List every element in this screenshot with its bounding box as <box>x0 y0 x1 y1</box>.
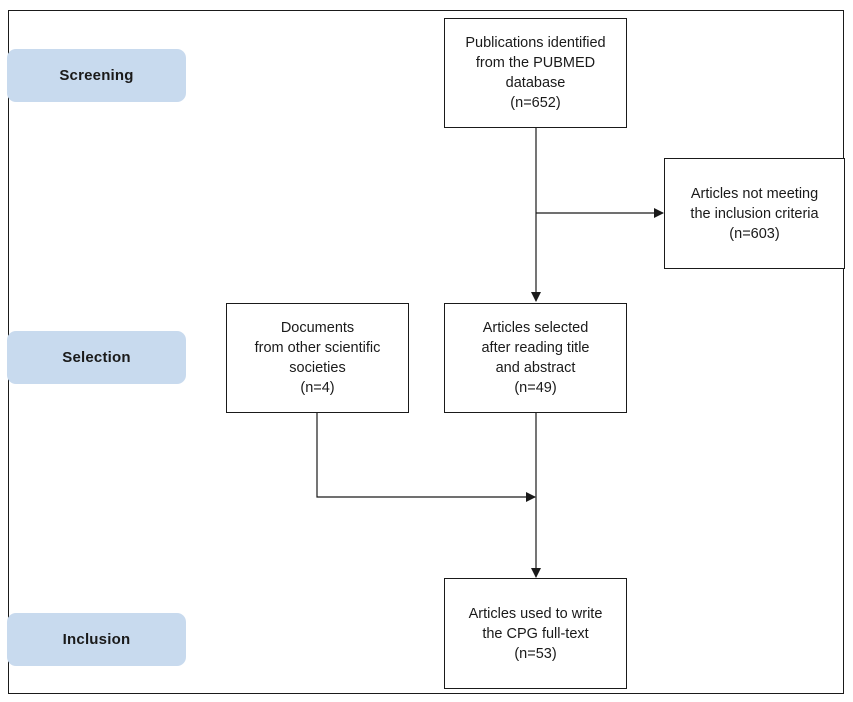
box-text-line: the CPG full-text <box>482 625 589 642</box>
box-text-line: (n=652) <box>510 95 561 111</box>
box-text-line: after reading title <box>481 340 590 356</box>
box-articles-excluded: Articles not meeting the inclusion crite… <box>664 158 845 269</box>
stage-selection-label: Selection <box>7 331 186 384</box>
box-text-line: and abstract <box>495 360 576 376</box>
box-articles-included: Articles used to write the CPG full-text… <box>444 578 627 689</box>
box-text-line: Articles used to write <box>468 605 603 622</box>
box-text-line: database <box>505 75 566 91</box>
box-articles-selected: Articles selected after reading title an… <box>444 303 627 413</box>
box-text-line: Articles selected <box>482 320 589 336</box>
box-text-line: from other scientific <box>254 340 381 356</box>
box-text-line: the inclusion criteria <box>690 205 819 222</box>
box-text-line: Documents <box>280 320 355 336</box>
arrow-other-documents-to-join <box>316 412 536 502</box>
box-text-line: Publications identified <box>465 35 606 51</box>
box-text-line: Articles not meeting <box>690 185 819 202</box>
box-text-line: (n=4) <box>300 380 335 396</box>
box-publications-identified: Publications identified from the PUBMED … <box>444 18 627 128</box>
box-text-line: from the PUBMED <box>475 55 596 71</box>
box-text-line: societies <box>289 360 346 376</box>
stage-inclusion-label: Inclusion <box>7 613 186 666</box>
box-text-line: (n=53) <box>514 645 557 662</box>
box-text-line: (n=49) <box>514 380 557 396</box>
stage-screening-label: Screening <box>7 49 186 102</box>
box-other-documents: Documents from other scientific societie… <box>226 303 409 413</box>
box-text-line: (n=603) <box>729 225 780 242</box>
